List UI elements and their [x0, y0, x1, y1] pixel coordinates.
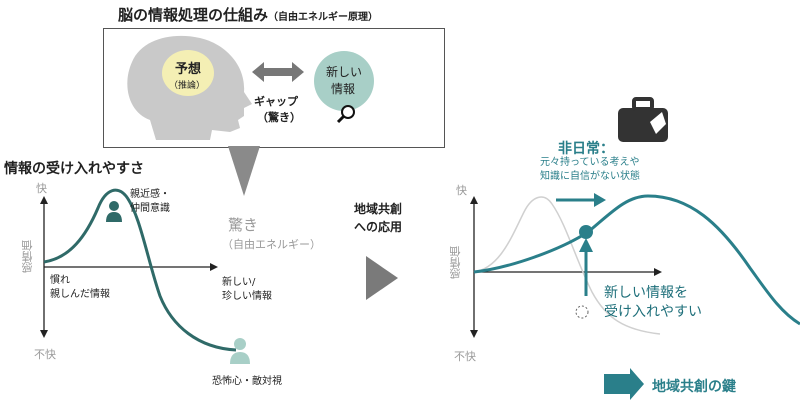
surprise-label: 驚き: [228, 216, 259, 234]
prediction-bubble: [162, 50, 214, 96]
right-curve: [473, 194, 800, 326]
left-curve: [43, 188, 237, 352]
key-arrow-icon: [604, 368, 644, 400]
gap-label: ギャップ: [254, 95, 298, 108]
double-arrow-icon: [252, 62, 304, 82]
fear-person-icon: [230, 338, 250, 364]
predict-label: 予想: [175, 62, 202, 77]
fear-label: 恐怖心・敵対視: [212, 376, 282, 387]
right-faint-curve: [473, 196, 661, 335]
apply-arrow: [366, 256, 398, 300]
known-label: 慣れ 親しんだ情報: [50, 275, 110, 300]
page-title: 脳の情報処理の仕組み（自由エネルギー原理）: [118, 6, 379, 24]
familiar-label: 親近感・ 仲間意識: [130, 189, 170, 214]
up-arrow: [579, 238, 593, 252]
callout-tail: [228, 146, 260, 196]
left-y-top: 快: [36, 182, 47, 195]
new-info-bubble: [314, 51, 374, 111]
accept-label: 新しい情報を 受け入れやすい: [604, 285, 702, 320]
key-label: 地域共創の鍵: [652, 379, 736, 395]
nonroutine-title: 非日常：: [558, 141, 614, 157]
novel-label: 新しい/ 珍しい情報: [222, 277, 272, 302]
nonroutine-desc: 元々持っている考えや 知識に自信がない状態: [540, 157, 640, 182]
magnifier-icon: [336, 105, 355, 124]
old-state-dot: [575, 305, 589, 319]
left-heading: 情報の受け入れやすさ: [4, 161, 144, 177]
briefcase-icon: [618, 97, 668, 142]
surprise-sub-label: （自由エネルギー）: [222, 238, 321, 251]
right-y-bottom: 不快: [454, 350, 476, 363]
right-y-top: 快: [456, 184, 467, 197]
page-subtitle: （自由エネルギー原理）: [268, 12, 379, 23]
nonroutine-arrow: [594, 193, 606, 207]
familiar-person-icon: [106, 201, 122, 222]
gap-sub-label: （驚き）: [257, 111, 301, 124]
predict-sub-label: （推論）: [169, 81, 206, 91]
new-state-dot: [579, 225, 593, 239]
left-y-label: 感情価: [21, 240, 34, 273]
left-y-bottom: 不快: [34, 348, 56, 361]
new-info-label-1: 新しい: [326, 65, 363, 79]
right-y-label: 感情価: [449, 246, 462, 279]
new-info-label-2: 情報: [331, 82, 356, 96]
application-label: 地域共創 への応用: [354, 202, 403, 234]
